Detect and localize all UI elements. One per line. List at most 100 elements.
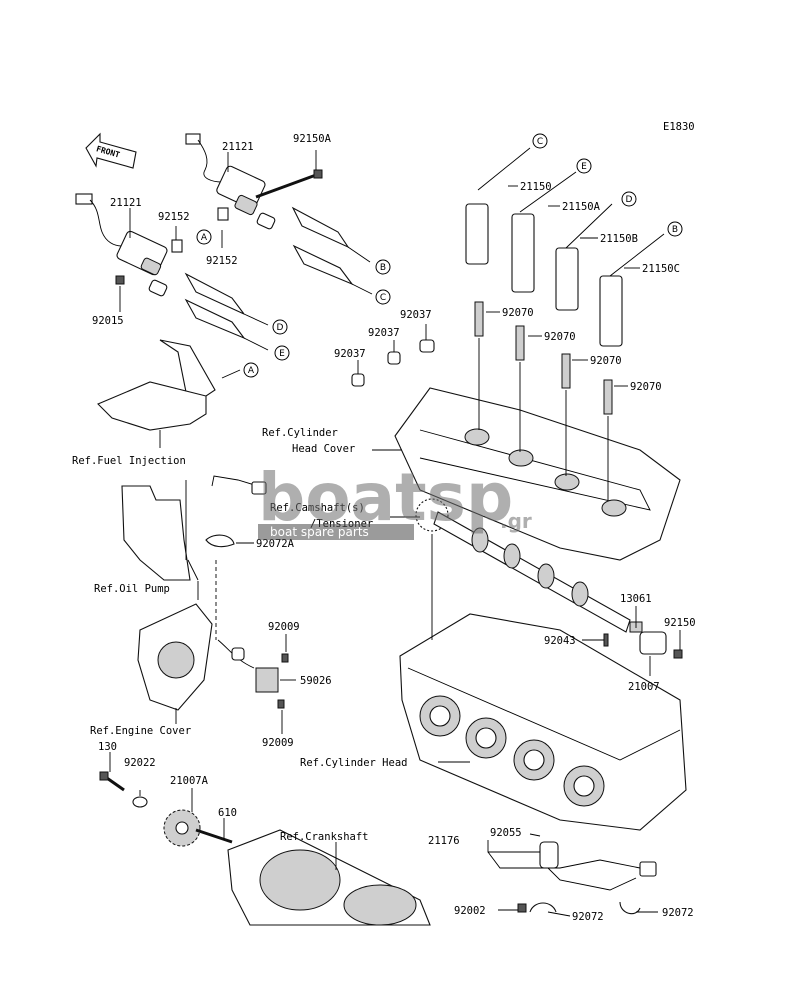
part-label-21150B: 21150B (600, 233, 638, 245)
bracket-fuel-injection (97, 339, 241, 448)
ref-cylinder-head-cover-line1: Ref.Cylinder (262, 427, 338, 439)
bolt-92002 (517, 903, 527, 913)
svg-text:D: D (626, 195, 633, 205)
gear-21007A (163, 809, 201, 847)
part-label-21007A: 21007A (170, 775, 209, 787)
svg-text:A: A (248, 366, 255, 376)
part-label-92022: 92022 (124, 757, 156, 769)
part-label-92152-top: 92152 (158, 211, 190, 223)
callout-B1: B (375, 259, 391, 275)
part-label-92043: 92043 (544, 635, 576, 647)
part-label-92070-3: 92070 (590, 355, 622, 367)
grommet-92152-mid (217, 207, 229, 221)
part-label-92009-top: 92009 (268, 621, 300, 633)
crank-sensor (539, 841, 657, 891)
ref-crankshaft: Ref.Crankshaft (280, 831, 369, 843)
part-label-92150: 92150 (664, 617, 696, 629)
grommet-92037-1 (351, 373, 365, 387)
diagram-code: E1830 (663, 121, 695, 133)
rotor-21007 (639, 631, 667, 655)
pin-92043 (603, 633, 609, 647)
ref-cylinder-head-cover-line2: Head Cover (292, 443, 355, 455)
part-label-21121-left: 21121 (110, 197, 142, 209)
bolt-92150 (673, 649, 683, 659)
bolt-130 (99, 771, 125, 792)
ref-camshaft-line1: Ref.Camshaft(s) (270, 502, 365, 514)
clip-92072-right (619, 901, 641, 915)
callout-C2: C (532, 133, 548, 149)
screw-92009-top (281, 653, 289, 663)
watermark-tagline: boat spare parts (270, 525, 369, 539)
spark-plug-2 (515, 325, 525, 361)
part-label-92152-mid: 92152 (206, 255, 238, 267)
part-label-92037-3: 92037 (334, 348, 366, 360)
callout-D1: D (272, 319, 288, 335)
callout-C1: C (375, 289, 391, 305)
clip-92072A (205, 534, 235, 548)
ignition-coil-left (75, 193, 269, 351)
part-label-21150C: 21150C (642, 263, 680, 275)
front-arrow-icon: FRONT (85, 132, 137, 169)
svg-text:B: B (672, 225, 678, 235)
svg-text:E: E (581, 162, 587, 172)
sensor-hose (211, 475, 267, 640)
part-label-92072A: 92072A (256, 538, 295, 550)
crankshaft (227, 829, 431, 926)
part-label-21150: 21150 (520, 181, 552, 193)
ref-cylinder-head: Ref.Cylinder Head (300, 757, 407, 769)
screw-92009-bot (277, 699, 285, 709)
part-label-92055: 92055 (490, 827, 522, 839)
clip-92072-mid (529, 902, 557, 913)
part-label-130: 130 (98, 741, 117, 753)
svg-text:E: E (279, 349, 285, 359)
callout-D2: D (621, 191, 637, 207)
plug-cap-21150A (511, 171, 577, 293)
part-label-21121-top: 21121 (222, 141, 254, 153)
callout-E2: E (576, 158, 592, 174)
part-label-92070-2: 92070 (544, 331, 576, 343)
svg-text:B: B (380, 263, 386, 273)
cylinder-head (399, 613, 687, 831)
spark-plug-4 (603, 379, 613, 415)
grommet-92152-left (171, 239, 183, 253)
watermark-logo: boatsp .gr boat spare parts (258, 459, 532, 540)
part-label-92072-mid: 92072 (572, 911, 604, 923)
bolt-92150A (255, 169, 323, 199)
camshaft (415, 498, 643, 633)
engine-cover (137, 603, 213, 711)
part-label-92037-2: 92037 (368, 327, 400, 339)
svg-text:C: C (380, 293, 386, 303)
cylinder-head-cover (394, 338, 681, 561)
part-label-13061: 13061 (620, 593, 652, 605)
svg-text:D: D (277, 323, 284, 333)
washer-92022 (132, 796, 148, 808)
callout-B2: B (667, 221, 683, 237)
spark-plug-3 (561, 353, 571, 389)
part-label-92037-1: 92037 (400, 309, 432, 321)
part-label-92015: 92015 (92, 315, 124, 327)
callout-E1: E (274, 345, 290, 361)
part-label-92072-right: 92072 (662, 907, 694, 919)
svg-text:A: A (201, 233, 208, 243)
spark-plug-1 (474, 301, 484, 337)
ref-oil-pump: Ref.Oil Pump (94, 583, 170, 595)
svg-text:C: C (537, 137, 543, 147)
sensor-59026 (217, 639, 279, 693)
part-label-21150A: 21150A (562, 201, 601, 213)
ref-fuel-injection: Ref.Fuel Injection (72, 455, 186, 467)
part-label-92070-4: 92070 (630, 381, 662, 393)
part-label-59026: 59026 (300, 675, 332, 687)
part-label-92150A: 92150A (293, 133, 332, 145)
part-label-610: 610 (218, 807, 237, 819)
callout-A1: A (196, 229, 212, 245)
oil-pump-plate (121, 480, 199, 581)
part-label-21176: 21176 (428, 835, 460, 847)
grommet-92037-2 (387, 351, 401, 365)
plug-cap-21150B (555, 203, 613, 311)
part-label-21007: 21007 (628, 681, 660, 693)
watermark-tld: .gr (500, 509, 532, 533)
pin-610 (195, 828, 233, 844)
part-label-92009-bot: 92009 (262, 737, 294, 749)
